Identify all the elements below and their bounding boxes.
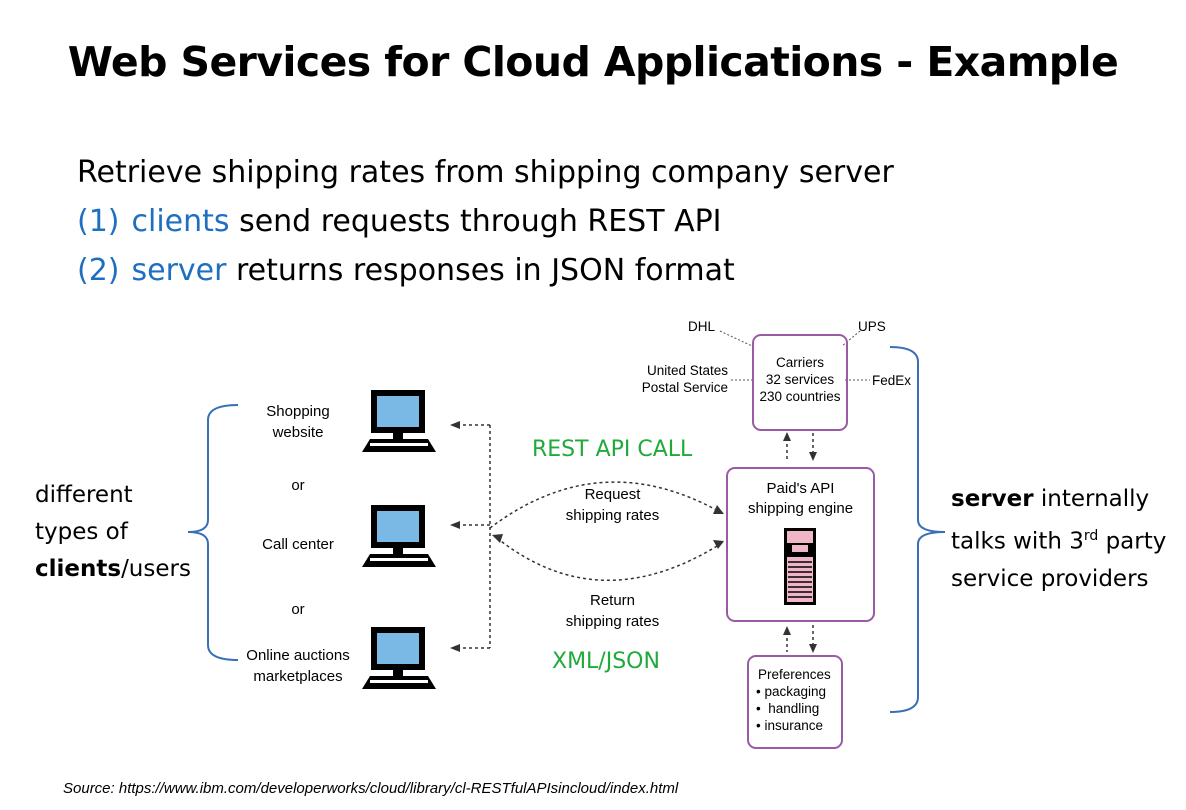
auctions-line-2: marketplaces (253, 668, 343, 685)
request-label: Request shipping rates (545, 484, 680, 526)
return-line-1: Return (589, 592, 636, 609)
clients-keyword: clients (131, 204, 230, 239)
carrier-dhl: DHL (688, 319, 716, 334)
source-citation: Source: https://www.ibm.com/developerwor… (63, 780, 679, 797)
server-icon (784, 528, 816, 605)
pref-handling-text: handling (768, 701, 820, 716)
preferences-title: Preferences (758, 667, 831, 682)
right-note-line-2: talks with 3rd party (951, 518, 1166, 561)
return-label: Return shipping rates (545, 590, 680, 632)
intro-line-2: (1) clients send requests through REST AP… (77, 197, 894, 246)
pref-engine-arrows (786, 625, 814, 652)
intro-line-3: (2) server returns responses in JSON form… (77, 246, 894, 295)
step-1-text: send requests through REST API (229, 204, 722, 239)
step-number-1: (1) (77, 204, 120, 239)
client-label-shopping: Shopping website (248, 401, 348, 443)
right-note: server internally talks with 3rd party s… (951, 481, 1166, 598)
client-label-callcenter: Call center (262, 536, 334, 553)
xml-json-label: XML/JSON (552, 649, 660, 674)
auctions-line-1: Online auctions (246, 647, 350, 664)
right-note-rest-1: internally (1033, 486, 1150, 512)
pref-item-packaging: • packaging (756, 684, 827, 699)
engine-line-2: shipping engine (747, 500, 854, 517)
left-note-line-3: clients/users (35, 551, 191, 588)
left-brace (187, 404, 239, 661)
carriers-title: Carriers (775, 355, 824, 370)
carrier-fedex: FedEx (872, 373, 912, 388)
carrier-engine-arrows (786, 433, 814, 460)
computer-icon-shopping (362, 390, 436, 452)
client-label-auctions: Online auctions marketplaces (228, 645, 368, 687)
carriers-services: 32 services (765, 372, 835, 387)
carrier-ups: UPS (858, 319, 886, 334)
right-note-line-1: server internally (951, 481, 1166, 518)
or-label-2: or (291, 601, 305, 618)
shopping-line-1: Shopping (266, 403, 330, 420)
usps-line-1: United States (646, 363, 728, 378)
left-note-line-1: different (35, 482, 133, 508)
rest-api-call-label: REST API CALL (532, 437, 693, 462)
pref-item-handling: • handling (756, 701, 820, 716)
client-dotted-lines (455, 424, 491, 649)
computer-icon-auctions (362, 627, 436, 689)
superscript: rd (1083, 528, 1099, 544)
request-arrow (489, 481, 721, 529)
engine-line-1: Paid's API (766, 480, 835, 497)
carriers-countries: 230 countries (759, 389, 841, 404)
preferences-box: Preferences • packaging • handling • ins… (747, 655, 843, 749)
request-line-2: shipping rates (565, 507, 660, 524)
or-label-1: or (291, 477, 305, 494)
client-arrowheads (450, 421, 460, 652)
server-bold: server (951, 486, 1034, 512)
clients-bold: clients (35, 556, 122, 582)
page-title: Web Services for Cloud Applications - Ex… (67, 38, 1119, 86)
usps-line-2: Postal Service (641, 380, 728, 395)
right-brace (889, 346, 946, 713)
carrier-connectors (719, 330, 870, 381)
pref-insurance-text: insurance (764, 718, 824, 733)
api-engine-box: Paid's API shipping engine (726, 467, 875, 622)
right-note-line-3: service providers (951, 565, 1149, 592)
right-note-post: party (1098, 528, 1167, 555)
left-note: different types of clients/users (35, 477, 191, 588)
pref-packaging-text: packaging (764, 684, 827, 699)
shopping-line-2: website (272, 424, 324, 441)
carrier-usps: United States Postal Service (630, 362, 728, 396)
intro-text: Retrieve shipping rates from shipping co… (77, 148, 894, 295)
right-note-pre: talks with 3 (951, 528, 1084, 555)
left-note-line-2: types of (35, 519, 128, 545)
users-text: /users (121, 556, 191, 582)
server-keyword: server (131, 253, 227, 288)
carriers-box: Carriers 32 services 230 countries (752, 334, 848, 431)
step-2-text: returns responses in JSON format (226, 253, 735, 288)
return-line-2: shipping rates (565, 613, 660, 630)
intro-line-1: Retrieve shipping rates from shipping co… (77, 155, 894, 190)
return-arrow (496, 537, 723, 582)
step-number-2: (2) (77, 253, 120, 288)
request-line-1: Request (584, 486, 641, 503)
pref-item-insurance: • insurance (756, 718, 824, 733)
computer-icon-callcenter (362, 505, 436, 567)
